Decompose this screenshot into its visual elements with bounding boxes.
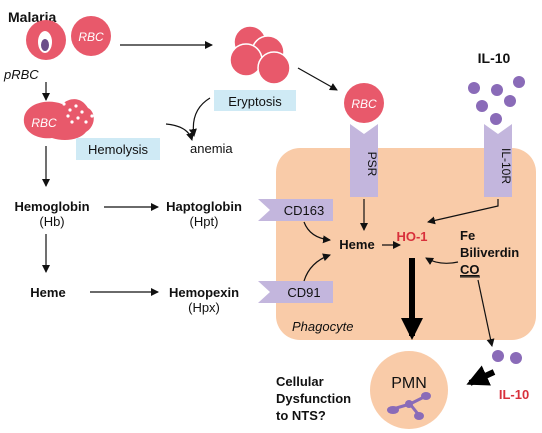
hemopexin-label: Hemopexin: [169, 285, 239, 300]
lysing-rbc-label: RBC: [31, 116, 57, 130]
co-label: CO: [460, 262, 480, 277]
rbc-cluster-icon: [229, 25, 291, 85]
il10-bottom-label: IL-10: [499, 387, 529, 402]
psr-receptor: [350, 124, 378, 197]
hb-label: (Hb): [39, 214, 64, 229]
haptoglobin-label: Haptoglobin: [166, 199, 242, 214]
heme-left-label: Heme: [30, 285, 65, 300]
dysfunction-line-3: to NTS?: [276, 408, 326, 423]
biliverdin-label: Biliverdin: [460, 245, 519, 260]
dysfunction-line-1: Cellular: [276, 374, 324, 389]
cd91-receptor: [258, 281, 333, 303]
hemoglobin-label: Hemoglobin: [14, 199, 89, 214]
pmn-nucleus-icon: [387, 392, 431, 420]
il10r-receptor: [484, 124, 512, 197]
psr-label: PSR: [365, 152, 379, 177]
heme-center-label: Heme: [339, 237, 374, 252]
phagocyte-cell: [276, 148, 536, 340]
prbc-label: pRBC: [3, 67, 39, 82]
pmn-label: PMN: [391, 375, 427, 392]
il10-molecules-icon: [468, 76, 525, 125]
anemia-label: anemia: [190, 141, 233, 156]
fe-label: Fe: [460, 228, 475, 243]
il10-bottom-molecules-icon: [492, 350, 522, 364]
rbc-psr-icon: [344, 83, 384, 123]
hemolysis-label: Hemolysis: [88, 142, 148, 157]
cd91-label: CD91: [287, 285, 320, 300]
cd163-label: CD163: [284, 203, 324, 218]
ho1-label: HO-1: [396, 229, 427, 244]
rbc-label: RBC: [78, 30, 104, 44]
hpt-label: (Hpt): [190, 214, 219, 229]
il10r-label: IL-10R: [499, 148, 513, 184]
hemolysis-box: [76, 138, 160, 160]
phagocyte-label: Phagocyte: [292, 319, 353, 334]
eryptosis-box: [214, 90, 296, 111]
prbc-icon: [26, 20, 66, 60]
hpx-label: (Hpx): [188, 300, 220, 315]
lysing-rbc-icon: [23, 99, 94, 140]
eryptosis-label: Eryptosis: [228, 94, 282, 109]
pathway-arrows: [42, 41, 499, 386]
rbc-psr-label: RBC: [351, 97, 377, 111]
rbc-icon: [71, 16, 111, 56]
il10-top-label: IL-10: [478, 50, 511, 66]
dysfunction-line-2: Dysfunction: [276, 391, 351, 406]
cd163-receptor: [258, 199, 333, 221]
